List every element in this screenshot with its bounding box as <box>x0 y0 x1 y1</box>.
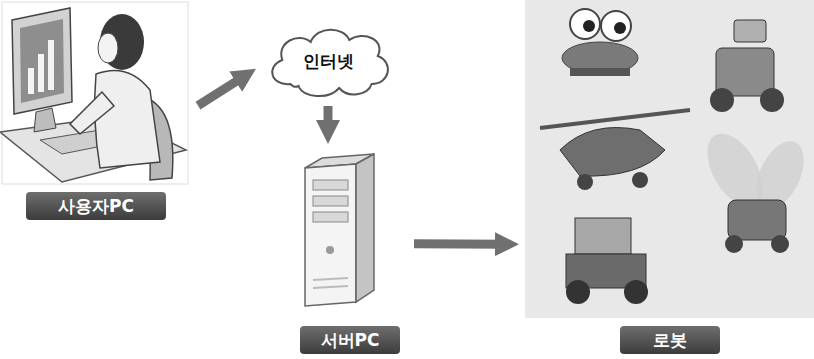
flow-arrow <box>198 75 246 105</box>
server-illustration <box>305 154 374 306</box>
frog-pupil <box>614 22 626 34</box>
cloud-label: 인터넷 <box>303 50 354 73</box>
wheel <box>577 174 593 190</box>
wheel <box>760 88 784 112</box>
wheel <box>725 235 743 253</box>
rotor <box>540 110 690 128</box>
bee-robot <box>728 200 786 240</box>
node-label: 사용자PC <box>26 192 166 220</box>
monitor <box>12 8 72 114</box>
person-body <box>95 70 160 168</box>
cloud-node: 인터넷 <box>262 22 394 100</box>
drive-bay <box>313 180 348 190</box>
server-side <box>356 154 374 302</box>
person-face <box>98 33 118 63</box>
server-node: 서버PC <box>292 150 408 354</box>
vent <box>313 286 348 288</box>
robot-head <box>734 20 766 42</box>
person-arm <box>70 92 114 134</box>
monitor-stand <box>34 108 56 132</box>
chart-bar <box>48 40 54 90</box>
server-front <box>305 164 356 306</box>
user-pc-illustration <box>0 2 188 184</box>
drive-bay <box>313 196 348 206</box>
control-board <box>575 218 631 254</box>
cloud-outline <box>272 30 388 96</box>
node-label: 로봇 <box>620 326 720 354</box>
frog-pupil <box>583 20 595 32</box>
node-label: 서버PC <box>300 326 400 354</box>
vent <box>313 278 348 280</box>
robot-node: 로봇 <box>525 0 814 354</box>
drive-bay <box>313 212 348 222</box>
wheel <box>624 280 648 304</box>
robots-illustration <box>525 0 814 318</box>
frog-eye <box>601 11 631 41</box>
frog-eye <box>570 9 600 39</box>
power-button <box>326 246 334 254</box>
frog-base <box>570 68 630 76</box>
robot-panel <box>525 0 814 318</box>
screen <box>20 19 64 103</box>
wheel <box>632 172 648 188</box>
flow-arrow <box>414 239 507 248</box>
flow-arrow <box>324 106 333 132</box>
pc-node: 사용자PC <box>0 0 192 220</box>
helicopter-robot <box>560 128 665 177</box>
chart-bar <box>28 68 34 94</box>
chart-bar <box>38 54 44 92</box>
wheel <box>710 88 734 112</box>
wheel <box>771 235 789 253</box>
wheel <box>566 280 590 304</box>
